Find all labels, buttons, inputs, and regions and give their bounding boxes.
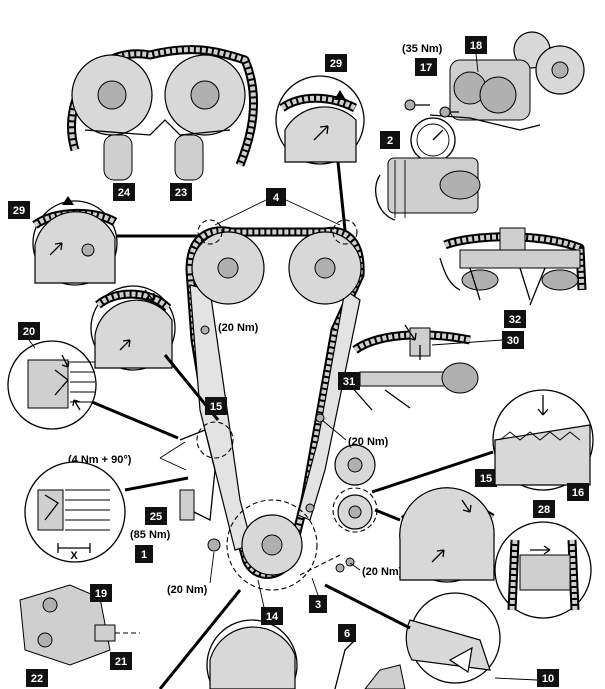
- svg-text:4: 4: [273, 192, 280, 204]
- guide-rail: [297, 288, 361, 521]
- svg-text:21: 21: [115, 656, 127, 668]
- label-19: 19: [90, 584, 112, 602]
- label-23: 23: [170, 183, 192, 201]
- svg-text:29: 29: [330, 58, 342, 70]
- svg-text:31: 31: [343, 376, 355, 388]
- svg-text:25: 25: [150, 511, 162, 523]
- svg-text:20: 20: [23, 326, 35, 338]
- svg-text:29: 29: [13, 205, 25, 217]
- label-22: 22: [26, 669, 48, 687]
- torque-35nm: (35 Nm): [402, 43, 443, 55]
- detail-29-cam-marks: [275, 75, 365, 165]
- svg-text:22: 22: [31, 673, 43, 685]
- label-1: 1: [135, 545, 153, 563]
- tensioner-assembly: [19, 584, 140, 666]
- fuel-pump-drive-detail: [404, 31, 585, 131]
- label-29-top: 29: [325, 54, 347, 72]
- torque-20nm-guide: (20 Nm): [348, 436, 389, 448]
- label-32: 32: [504, 310, 526, 328]
- svg-text:18: 18: [470, 40, 482, 52]
- label-31: 31: [338, 372, 360, 390]
- torque-85nm: (85 Nm): [130, 529, 171, 541]
- pressure-gauge-detail: [375, 117, 481, 221]
- svg-text:15: 15: [480, 473, 492, 485]
- label-16: 16: [567, 483, 589, 501]
- label-25: 25: [145, 507, 167, 525]
- svg-text:10: 10: [542, 673, 554, 685]
- detail-14-crank-mark: [206, 619, 298, 689]
- svg-text:30: 30: [507, 335, 519, 347]
- label-14: 14: [261, 607, 283, 625]
- detail-30-31-locking-tools: [349, 324, 479, 411]
- svg-text:14: 14: [266, 611, 279, 623]
- svg-text:2: 2: [387, 135, 393, 147]
- label-15-left: 15: [205, 397, 227, 415]
- detail-28-chain-alignment: [494, 521, 592, 619]
- svg-text:28: 28: [538, 504, 550, 516]
- svg-text:15: 15: [210, 401, 222, 413]
- cam-lock-tool-left: [103, 134, 133, 181]
- detail-20-tensioner-clip: [7, 340, 97, 430]
- detail-15-pump-mark: [399, 487, 495, 583]
- detail-6-crank-tool: [334, 639, 406, 689]
- detail-1-tensioner-gap: X: [24, 461, 126, 563]
- label-15-right: 15: [475, 469, 497, 487]
- svg-text:17: 17: [420, 62, 432, 74]
- label-29-left: 29: [8, 201, 30, 219]
- main-timing-drive: [179, 219, 378, 591]
- cam-lock-tool-right: [174, 134, 204, 181]
- torque-20nm-lower-left: (20 Nm): [167, 584, 208, 596]
- label-2: 2: [380, 131, 400, 149]
- detail-16-gear-mark: [492, 389, 594, 491]
- camshaft-lock-detail: [67, 45, 259, 181]
- label-28: 28: [533, 500, 555, 518]
- label-6: 6: [338, 624, 356, 642]
- svg-text:24: 24: [118, 187, 131, 199]
- svg-text:1: 1: [141, 549, 147, 561]
- detail-sprocket-mark-left: [90, 285, 176, 371]
- label-3: 3: [309, 595, 327, 613]
- torque-20nm-upper: (20 Nm): [218, 322, 259, 334]
- label-20: 20: [18, 322, 40, 340]
- detail-29-left: [32, 196, 118, 286]
- torque-20nm-lower-right: (20 Nm): [362, 566, 403, 578]
- svg-text:16: 16: [572, 487, 584, 499]
- svg-text:23: 23: [175, 187, 187, 199]
- dimension-x: X: [70, 550, 78, 562]
- label-10: 10: [537, 669, 559, 687]
- label-18: 18: [465, 36, 487, 54]
- svg-text:3: 3: [315, 599, 321, 611]
- detail-10-sprocket-mark: [405, 592, 501, 684]
- svg-text:6: 6: [344, 628, 350, 640]
- label-17: 17: [415, 58, 437, 76]
- label-4: 4: [266, 188, 286, 206]
- label-30: 30: [502, 331, 524, 349]
- svg-text:32: 32: [509, 314, 521, 326]
- detail-32-cam-locking-bar: [439, 227, 587, 306]
- label-21: 21: [110, 652, 132, 670]
- svg-text:19: 19: [95, 588, 107, 600]
- label-24: 24: [113, 183, 135, 201]
